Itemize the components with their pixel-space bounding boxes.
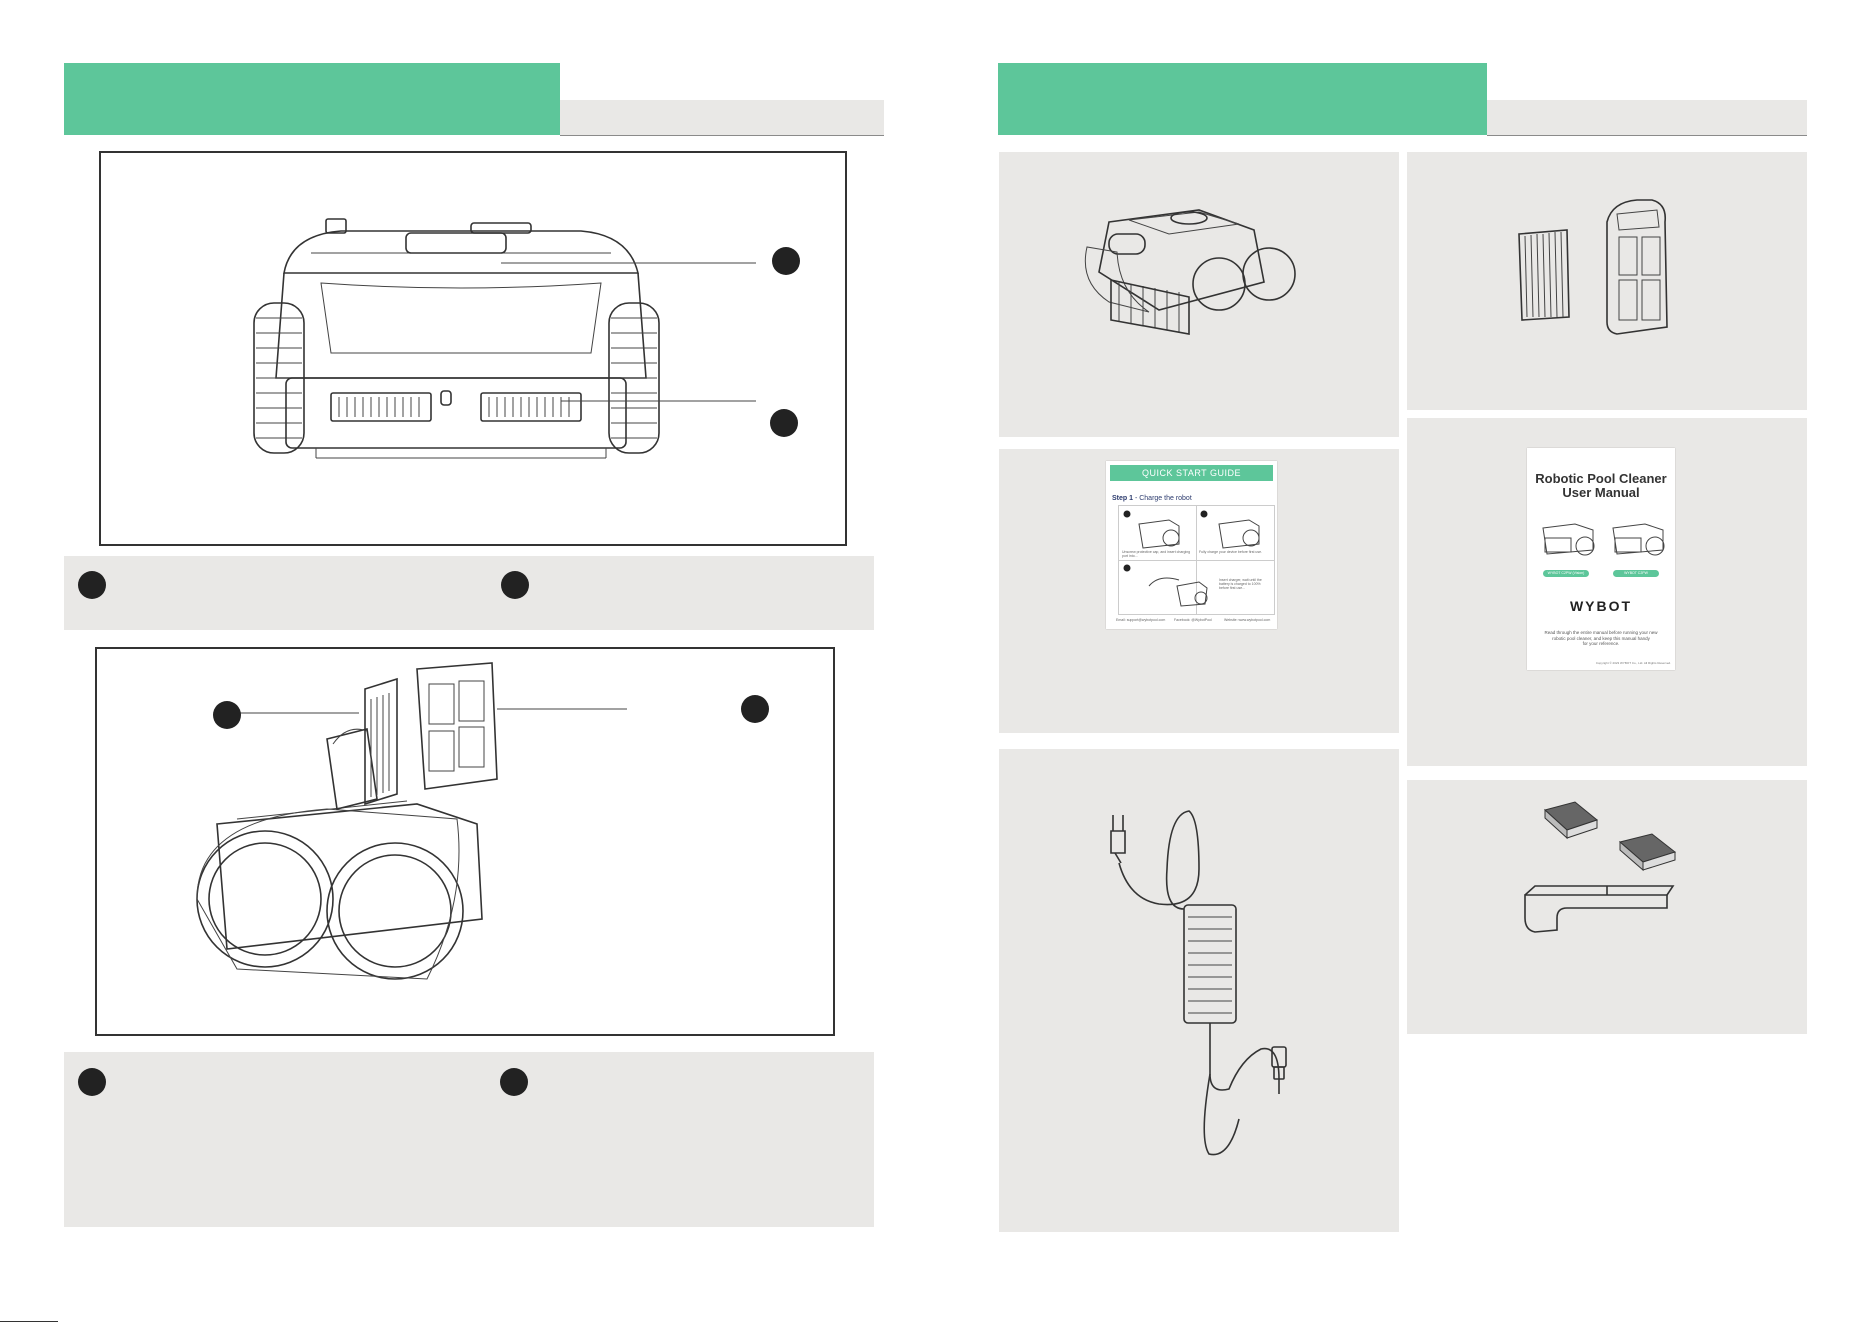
- quick-start-guide-icon: QUICK START GUIDE Step 1 - Charge the ro…: [1106, 461, 1277, 629]
- robot-rear-view-icon: [253, 218, 756, 459]
- manual-title-line1: Robotic Pool Cleaner: [1535, 471, 1667, 486]
- callout-marker-2: [770, 409, 798, 437]
- quick-start-caption-1: Unscrew protective cap, and insert charg…: [1122, 550, 1191, 558]
- quick-start-grid: Unscrew protective cap, and insert charg…: [1118, 505, 1275, 615]
- manual-robots-icon: [1542, 523, 1665, 556]
- filter-basket-icon: [1518, 199, 1668, 335]
- robot-open-lid-figure: [95, 647, 835, 1036]
- power-adapter-icon: [1110, 810, 1287, 1156]
- package-item-power-adapter: [999, 749, 1399, 1232]
- manual-read-line3: for your reference.: [1582, 641, 1620, 646]
- robot-rear-view-figure: [99, 151, 847, 546]
- manual-copyright: Copyright © 2023 WYBOT Co., Ltd. All Rig…: [1595, 661, 1671, 665]
- left-header-bar: [64, 63, 560, 135]
- package-item-robot: [999, 152, 1399, 437]
- user-manual-icon: Robotic Pool Cleaner User Manual WYBOT C…: [1527, 448, 1675, 670]
- package-item-filter-basket: [1407, 152, 1807, 410]
- quick-start-caption-2: Fully charge your device before first us…: [1199, 550, 1263, 554]
- bottom-legend-panel: [64, 1052, 874, 1227]
- package-item-user-manual: Robotic Pool Cleaner User Manual WYBOT C…: [1407, 418, 1807, 766]
- manual-brand-logo: WYBOT: [1569, 598, 1633, 614]
- quick-start-footer-facebook: Facebook: @WybotPool: [1174, 618, 1212, 622]
- callout-marker-1: [772, 247, 800, 275]
- legend-marker-3: [78, 1068, 106, 1096]
- package-item-spare-parts: [1407, 780, 1807, 1034]
- right-header-bar: [998, 63, 1487, 135]
- manual-model-pill-left: WYBOT C2PW (Vision): [1543, 570, 1589, 577]
- manual-read-line1: Read through the entire manual before ru…: [1544, 630, 1658, 635]
- callout-marker-3: [213, 701, 241, 729]
- manual-title-line2: User Manual: [1562, 485, 1640, 500]
- spare-parts-icon: [1524, 801, 1677, 933]
- quick-start-step: Step 1 - Charge the robot: [1112, 487, 1271, 505]
- quick-start-footer-email: Email: support@wybotpool.com: [1116, 618, 1166, 622]
- legend-marker-1: [78, 571, 106, 599]
- quick-start-footer-website: Website: www.wybotpool.com: [1224, 618, 1271, 622]
- quick-start-caption-4: Insert charger, wait until the battery i…: [1219, 578, 1262, 590]
- page-footer-rule: [0, 1321, 58, 1322]
- legend-marker-4: [500, 1068, 528, 1096]
- quick-start-illustrations: [1123, 510, 1260, 607]
- manual-model-pill-right: WYBOT C2PW: [1613, 570, 1659, 577]
- manual-read-text: Read through the entire manual before ru…: [1531, 630, 1671, 647]
- right-header-tab: [1487, 100, 1807, 136]
- page-footer-rule-right: [0, 1322, 220, 1323]
- package-item-quick-start-guide: QUICK START GUIDE Step 1 - Charge the ro…: [999, 449, 1399, 733]
- top-legend-panel: [64, 556, 874, 630]
- robot-cleaner-icon: [1084, 209, 1296, 335]
- quick-start-step-text: - Charge the robot: [1133, 495, 1192, 502]
- manual-read-line2: robotic pool cleaner, and keep this manu…: [1552, 635, 1650, 641]
- callout-marker-4: [741, 695, 769, 723]
- robot-open-lid-icon: [196, 662, 627, 980]
- quick-start-header: QUICK START GUIDE: [1110, 465, 1273, 481]
- quick-start-step-bold: Step 1: [1112, 495, 1134, 502]
- left-header-tab: [560, 100, 884, 136]
- legend-marker-2: [501, 571, 529, 599]
